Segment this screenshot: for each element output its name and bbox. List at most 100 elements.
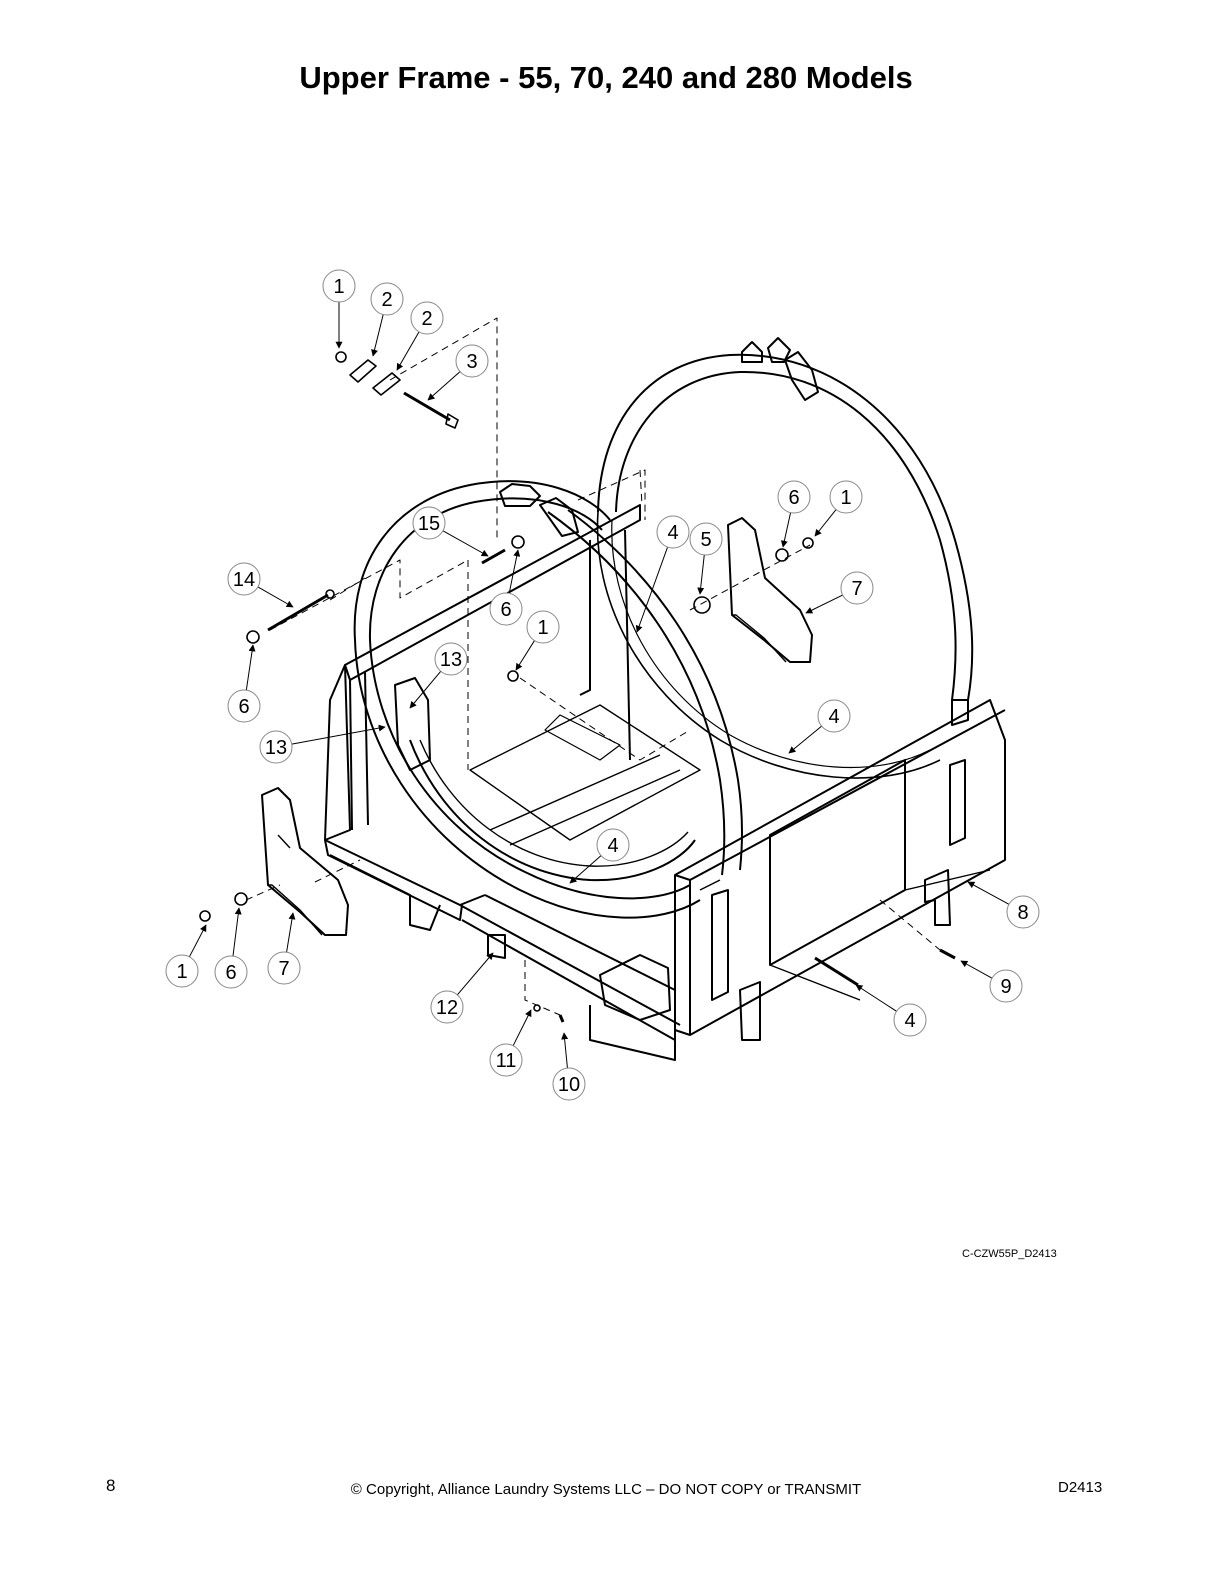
callout-c14: 14 <box>227 562 294 608</box>
strap-diagonal <box>547 509 743 876</box>
callout-c13a: 13 <box>409 642 468 709</box>
callout-label: 7 <box>278 958 289 980</box>
bottom-rails <box>459 894 681 1061</box>
bracket-front-lower <box>739 981 761 1041</box>
callout-leader <box>512 1009 532 1046</box>
callout-bubble <box>893 1003 927 1037</box>
callout-c7a: 7 <box>805 571 874 614</box>
callout-label: 3 <box>466 351 477 373</box>
callout-label: 4 <box>828 706 839 728</box>
callout-leader <box>232 907 242 957</box>
callout-leader <box>967 881 1010 905</box>
callout-leader <box>291 724 386 745</box>
callout-bubble <box>267 951 301 985</box>
callout-bubble <box>526 610 560 644</box>
callout-label: 9 <box>1000 976 1011 998</box>
callout-leader <box>286 912 296 953</box>
callout-leader <box>561 1032 569 1069</box>
callout-leader <box>788 725 822 754</box>
callout-bubble <box>370 282 404 316</box>
callout-c12: 12 <box>430 952 494 1024</box>
callout-leader <box>697 554 705 595</box>
callout-label: 12 <box>436 997 458 1019</box>
callout-label: 6 <box>500 599 511 621</box>
callout-c2a: 2 <box>370 282 404 357</box>
callout-c4d: 4 <box>855 984 927 1037</box>
floor-panel <box>469 704 701 846</box>
counterweight-right <box>727 517 813 663</box>
callout-bubble <box>656 515 690 549</box>
callout-c1a: 1 <box>322 269 356 349</box>
document-id: D2413 <box>1058 1479 1103 1496</box>
callout-leader <box>371 314 384 357</box>
callout-bubble <box>552 1067 586 1101</box>
callout-bubble <box>689 522 723 556</box>
callout-bubble <box>777 480 811 514</box>
callout-label: 15 <box>418 513 440 535</box>
callout-c3: 3 <box>427 344 489 401</box>
callout-label: 1 <box>176 961 187 983</box>
callout-bubble <box>840 571 874 605</box>
callout-label: 4 <box>667 522 678 544</box>
callout-label: 1 <box>537 617 548 639</box>
callout-c6c: 6 <box>227 644 261 723</box>
callout-label: 2 <box>421 308 432 330</box>
callout-c1b: 1 <box>814 480 863 537</box>
page-title: Upper Frame - 55, 70, 240 and 280 Models <box>299 60 913 95</box>
callout-leader <box>456 952 494 996</box>
callout-label: 13 <box>265 737 287 759</box>
callout-leader <box>257 586 294 608</box>
hardware-parts <box>199 351 956 1023</box>
callout-label: 14 <box>233 569 255 591</box>
bracket-8 <box>924 869 951 926</box>
callout-label: 1 <box>840 487 851 509</box>
callout-bubble <box>817 699 851 733</box>
callout-bubble <box>430 990 464 1024</box>
rear-panel <box>344 504 641 831</box>
page-number: 8 <box>106 1476 116 1495</box>
callout-leader <box>188 924 207 958</box>
callout-c4a: 4 <box>635 515 690 633</box>
inner-lower-strap <box>409 739 696 882</box>
callout-c9: 9 <box>960 960 1023 1003</box>
callout-bubble <box>489 1043 523 1077</box>
lower-rod <box>814 956 859 987</box>
callout-label: 13 <box>440 649 462 671</box>
callout-label: 4 <box>607 835 618 857</box>
assembly-lines <box>245 317 941 1016</box>
callout-c4b: 4 <box>788 699 851 754</box>
callout-c7b: 7 <box>267 912 301 985</box>
callout-leader <box>442 530 489 557</box>
callout-label: 8 <box>1017 902 1028 924</box>
callout-bubble <box>1006 895 1040 929</box>
callout-leader <box>805 594 843 614</box>
callout-leader <box>508 549 521 594</box>
callout-bubble <box>596 828 630 862</box>
callout-c13b: 13 <box>259 724 386 764</box>
callout-label: 11 <box>496 1050 517 1072</box>
corner-bracket <box>599 954 671 1021</box>
callout-c8: 8 <box>967 881 1040 929</box>
callout-c15: 15 <box>412 506 489 557</box>
drawing-code: C-CZW55P_D2413 <box>962 1248 1057 1260</box>
callout-label: 5 <box>700 529 711 551</box>
callout-bubble <box>489 592 523 626</box>
callout-c2b: 2 <box>396 301 444 371</box>
callout-leader <box>245 644 256 691</box>
callout-bubble <box>412 506 446 540</box>
callout-leader <box>396 331 420 371</box>
copyright-notice: © Copyright, Alliance Laundry Systems LL… <box>350 1481 862 1498</box>
front-ring <box>353 480 701 919</box>
callout-leader <box>814 509 837 537</box>
callout-c6a: 6 <box>777 480 811 548</box>
callout-c1d: 1 <box>165 924 207 988</box>
front-box-frame <box>674 699 1006 1036</box>
callout-leader <box>635 546 669 633</box>
callout-leader <box>780 512 792 548</box>
callout-c5: 5 <box>689 522 723 595</box>
callout-leader <box>409 670 442 709</box>
callout-label: 6 <box>788 487 799 509</box>
bracket-13 <box>394 677 431 771</box>
